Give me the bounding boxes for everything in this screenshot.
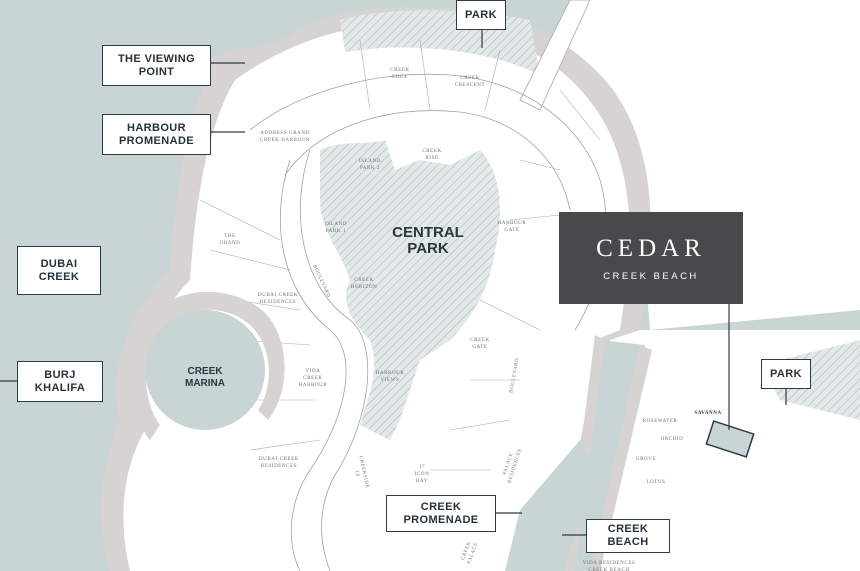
district-address-grand: ADDRESS GRAND CREEK HARBOUR (260, 131, 310, 143)
boulevard-road-2 (299, 149, 369, 571)
label-creek-beach[interactable]: CREEK BEACH (586, 519, 670, 553)
land-northeast (560, 0, 860, 330)
label-creek-promenade[interactable]: CREEK PROMENADE (386, 495, 496, 532)
label-harbour-promenade[interactable]: HARBOUR PROMENADE (102, 114, 211, 155)
area-central-park: CENTRAL PARK (392, 224, 464, 257)
boulevard-road (279, 159, 347, 571)
label-dubai-creek[interactable]: DUBAI CREEK (17, 246, 101, 295)
creek-promenade-water (505, 440, 600, 571)
district-creek-edge: CREEK EDGE (390, 68, 410, 80)
district-creek-crescent: CREEK CRESCENT (454, 76, 486, 88)
label-park-top[interactable]: PARK (456, 0, 506, 30)
creek-marina-shore (131, 291, 285, 440)
district-harbour-gate: HARBOUR GATE (497, 221, 527, 233)
district-dubai-creek-residences-2: DUBAI CREEK RESIDENCES (258, 457, 300, 469)
district-creek-gate: CREEK GATE (470, 338, 490, 350)
district-creek-horizon: CREEK HORIZON (350, 278, 378, 290)
project-title: CEDAR (596, 234, 706, 262)
district-vida-creek-harbour: VIDA CREEK HARBOUR (298, 369, 328, 388)
leader-lines (0, 30, 787, 536)
district-savanna: SAVANNA (694, 411, 722, 416)
district-the-grand: THE GRAND (219, 234, 241, 246)
creek-channel-right-shore (590, 345, 652, 571)
district-grove: GROVE (635, 457, 657, 462)
district-island-park-2: ISLAND PARK 2 (359, 159, 381, 171)
district-harbour-views: HARBOUR VIEWS (375, 371, 405, 383)
district-island-park-1: ISLAND PARK 1 (325, 222, 347, 234)
district-dubai-creek-residences-1: DUBAI CREEK RESIDENCES (257, 293, 299, 305)
cedar-creek-beach-marker[interactable]: CEDAR CREEK BEACH (559, 212, 743, 304)
creek-marina-water (145, 310, 265, 430)
district-orchid: ORCHID (660, 437, 684, 442)
district-vida-residences: VIDA RESIDENCES CREEK BEACH (582, 561, 636, 571)
district-lotus: LOTUS (646, 480, 666, 485)
label-the-viewing-point[interactable]: THE VIEWING POINT (102, 45, 211, 86)
label-burj-khalifa[interactable]: BURJ KHALIFA (17, 361, 103, 402)
district-creek-rise: CREEK RISE (422, 149, 442, 161)
label-park-right[interactable]: PARK (761, 359, 811, 389)
northern-bridge (519, 0, 591, 111)
savanna-plot (705, 420, 755, 458)
district-rosewater: ROSEWATER (642, 419, 678, 424)
district-17-icon-bay: 17 ICON BAY (414, 465, 430, 484)
project-subtitle: CREEK BEACH (603, 270, 699, 282)
area-creek-marina: CREEK MARINA (185, 366, 225, 389)
central-park-area (320, 140, 500, 440)
ring-road-inner (284, 110, 571, 211)
